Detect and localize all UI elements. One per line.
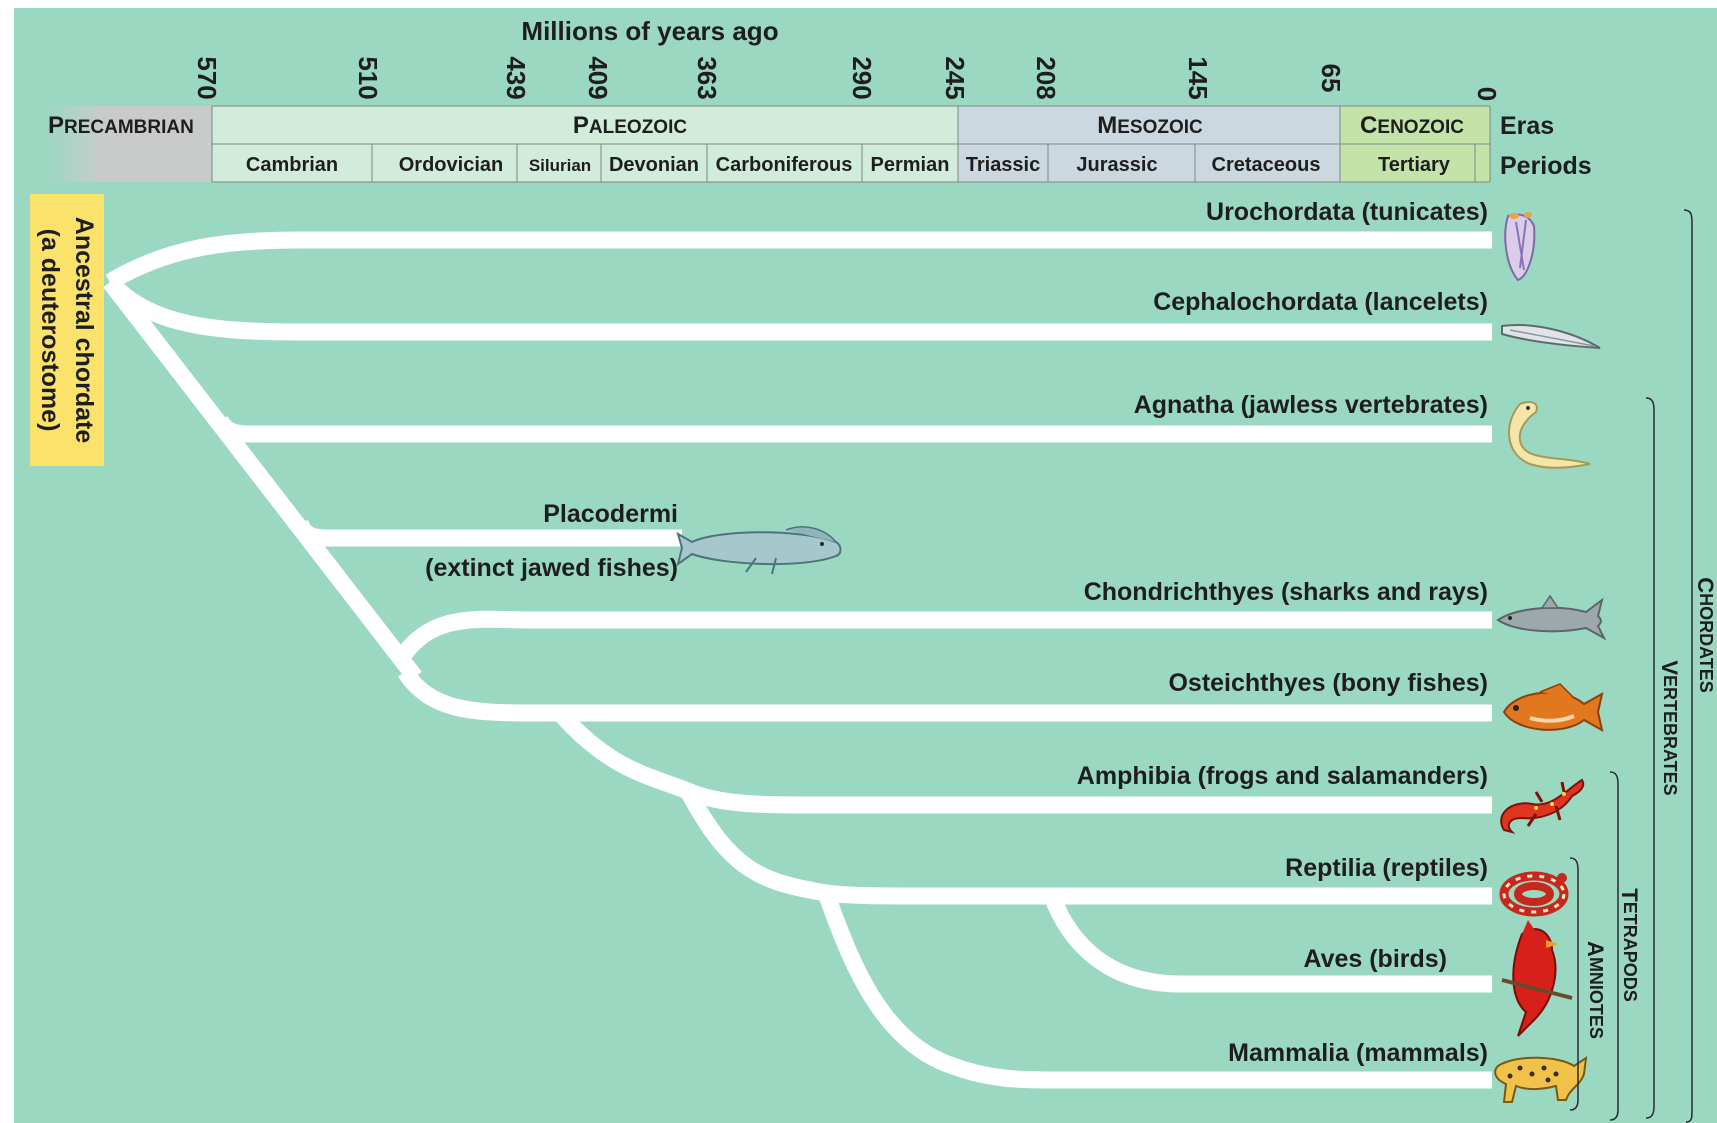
period-band-paleozoic bbox=[211, 143, 959, 183]
tick-label: 208 bbox=[1031, 56, 1061, 99]
tunicate-icon bbox=[1504, 212, 1536, 282]
eras-row-label: Eras bbox=[1500, 112, 1554, 140]
branch-amphibia bbox=[684, 783, 1492, 814]
tick-label: 510 bbox=[353, 56, 383, 99]
period-label: Carboniferous bbox=[716, 154, 853, 176]
branch-reptilia bbox=[824, 884, 1492, 905]
axis-title: Millions of years ago bbox=[521, 16, 778, 46]
bracket-tetrapods bbox=[1609, 771, 1619, 1121]
taxon-label-aves: Aves (birds) bbox=[1303, 945, 1447, 973]
taxon-label-amphibia: Amphibia (frogs and salamanders) bbox=[1077, 762, 1488, 790]
period-label: Ordovician bbox=[399, 154, 503, 176]
taxon-label-urochordata: Urochordata (tunicates) bbox=[1206, 198, 1488, 226]
branch-osteichthyes bbox=[397, 667, 1492, 722]
bony-fish-icon bbox=[1502, 683, 1604, 732]
tick-label: 290 bbox=[847, 56, 877, 99]
branch-urochordata bbox=[105, 231, 1492, 290]
branch-mammalia bbox=[817, 890, 1492, 1089]
placodermi-note: (extinct jawed fishes) bbox=[425, 554, 678, 582]
lamprey-icon bbox=[1508, 401, 1591, 469]
tick-label: 245 bbox=[940, 56, 970, 99]
leopard-icon bbox=[1494, 1055, 1588, 1103]
bracket-amniotes bbox=[1569, 857, 1579, 1111]
taxon-label-mammalia: Mammalia (mammals) bbox=[1228, 1039, 1488, 1067]
placodermi-label: Placodermi bbox=[543, 500, 678, 528]
salamander-icon bbox=[1500, 778, 1585, 834]
tick-label: 363 bbox=[692, 56, 722, 99]
period-label: Triassic bbox=[966, 154, 1041, 176]
ancestor-box bbox=[30, 194, 104, 466]
branch-placodermi bbox=[292, 519, 682, 547]
group-label-chordates: CHORDATES bbox=[1694, 577, 1717, 693]
period-label: Devonian bbox=[609, 154, 699, 176]
branch-tetrapod-stem bbox=[553, 707, 692, 799]
era-band: PRECAMBRIAN PALEOZOIC MESOZOIC CENOZOIC … bbox=[44, 105, 1554, 182]
period-band-cenozoic bbox=[1339, 143, 1491, 183]
ancestor-label-line2: (a deuterostome) bbox=[36, 229, 64, 432]
taxon-label-cephalochordata: Cephalochordata (lancelets) bbox=[1153, 288, 1488, 316]
era-label-paleozoic: PALEOZOIC bbox=[573, 112, 687, 139]
period-label: Cambrian bbox=[246, 154, 338, 176]
lancelet-icon bbox=[1501, 323, 1601, 349]
group-label-amniotes: AMNIOTES bbox=[1584, 941, 1609, 1039]
taxon-label-chondrichthyes: Chondrichthyes (sharks and rays) bbox=[1084, 578, 1488, 606]
era-precambrian bbox=[44, 106, 212, 182]
diagram-background bbox=[14, 8, 1717, 1123]
axis-ticks: 570 510 439 409 363 290 245 208 145 65 0 bbox=[192, 56, 1502, 101]
tick-label: 439 bbox=[501, 56, 531, 99]
era-mesozoic bbox=[957, 105, 1341, 145]
taxon-label-reptilia: Reptilia (reptiles) bbox=[1285, 854, 1488, 882]
period-label: Cretaceous bbox=[1212, 154, 1321, 176]
group-label-vertebrates: VERTEBRATES bbox=[1658, 660, 1683, 795]
period-label: Silurian bbox=[529, 156, 591, 175]
tick-label: 65 bbox=[1316, 64, 1346, 93]
group-label-tetrapods: TETRAPODS bbox=[1618, 888, 1643, 1001]
tick-label: 570 bbox=[192, 56, 222, 99]
taxon-label-agnatha: Agnatha (jawless vertebrates) bbox=[1134, 391, 1488, 419]
cardinal-bird-icon bbox=[1501, 920, 1573, 1037]
ancestor-label-line1: Ancestral chordate bbox=[70, 217, 98, 444]
era-label-cenozoic: CENOZOIC bbox=[1360, 112, 1464, 139]
snake-icon bbox=[1499, 871, 1569, 917]
tick-label: 409 bbox=[583, 56, 613, 99]
period-label: Jurassic bbox=[1076, 154, 1157, 176]
taxa-labels: Urochordata (tunicates) Cephalochordata … bbox=[425, 198, 1488, 1067]
branch-vertebrate-trunk bbox=[103, 276, 422, 683]
branch-agnatha bbox=[212, 415, 1492, 443]
era-label-precambrian: PRECAMBRIAN bbox=[48, 112, 194, 139]
branch-chondrichthyes bbox=[390, 610, 1492, 668]
era-label-mesozoic: MESOZOIC bbox=[1097, 112, 1203, 139]
bracket-vertebrates bbox=[1645, 397, 1655, 1119]
phylogeny-tree bbox=[103, 231, 1492, 1089]
tick-label: 145 bbox=[1183, 56, 1213, 99]
branch-aves bbox=[1044, 892, 1492, 993]
periods-row-label: Periods bbox=[1500, 152, 1592, 180]
era-cenozoic bbox=[1339, 105, 1491, 145]
period-label: Permian bbox=[871, 154, 950, 176]
period-band: Cambrian Ordovician Silurian Devonian Ca… bbox=[211, 143, 1592, 183]
bracket-chordates bbox=[1683, 209, 1693, 1123]
group-brackets bbox=[1569, 209, 1693, 1123]
placoderm-fish-icon bbox=[676, 526, 842, 575]
period-band-mesozoic bbox=[957, 143, 1341, 183]
shark-icon bbox=[1496, 594, 1607, 641]
taxon-label-osteichthyes: Osteichthyes (bony fishes) bbox=[1168, 669, 1488, 697]
tick-label: 0 bbox=[1472, 87, 1502, 101]
period-label: Tertiary bbox=[1378, 154, 1451, 176]
branch-amniote-stem bbox=[680, 787, 828, 902]
